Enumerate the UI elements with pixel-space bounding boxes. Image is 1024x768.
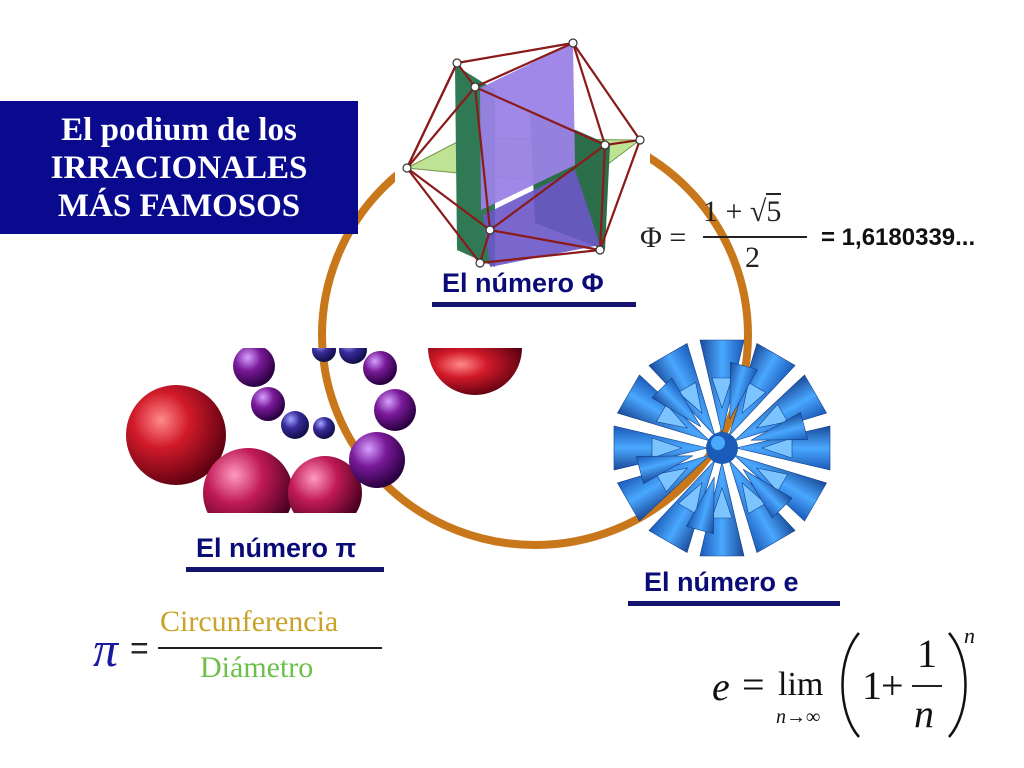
- e-underline: [628, 601, 840, 606]
- pi-symbol: π: [93, 621, 119, 677]
- limit-operator: lim: [778, 666, 824, 703]
- phi-num-one: 1 +: [703, 195, 750, 228]
- title-line-3: MÁS FAMOSOS: [57, 188, 301, 224]
- phi-fraction-line: [703, 236, 807, 238]
- right-paren: [948, 632, 967, 738]
- cone-fractal-icon: [613, 339, 831, 557]
- phi-value: = 1,6180339...: [821, 224, 976, 251]
- sqrt-sign: √: [749, 195, 767, 228]
- e-label: El número e: [644, 567, 799, 597]
- left-paren: [841, 632, 860, 738]
- title-line-2: IRRACIONALES: [50, 150, 308, 186]
- e-equals: =: [742, 662, 765, 707]
- slide-title: El podium de los IRRACIONALES MÁS FAMOSO…: [0, 101, 358, 234]
- pi-numerator: Circunferencia: [160, 605, 339, 638]
- pi-denominator: Diámetro: [200, 651, 314, 684]
- phi-formula-numerator: 1 + √5: [703, 193, 782, 229]
- pi-label: El número π: [196, 533, 357, 563]
- e-frac-denominator: n: [914, 691, 934, 736]
- icosahedron-icon: [395, 35, 650, 275]
- e-frac-numerator: 1: [917, 631, 937, 676]
- spheres-icon: [126, 348, 522, 513]
- e-fraction-line: [912, 685, 942, 687]
- phi-label: El número Φ: [442, 268, 604, 298]
- sqrt-arg: 5: [766, 193, 782, 228]
- e-exponent: n: [964, 623, 975, 648]
- pi-fraction-line: [158, 647, 382, 649]
- e-plus: +: [881, 663, 904, 708]
- e-symbol: e: [712, 664, 730, 709]
- phi-underline: [432, 302, 636, 307]
- phi-formula-denominator: 2: [745, 241, 760, 274]
- e-one: 1: [862, 663, 882, 708]
- pi-underline: [186, 567, 384, 572]
- phi-formula-lhs: Φ =: [640, 221, 687, 254]
- title-line-1: El podium de los: [61, 112, 297, 148]
- pi-equals: =: [130, 630, 149, 666]
- limit-subscript: n→∞: [776, 706, 821, 728]
